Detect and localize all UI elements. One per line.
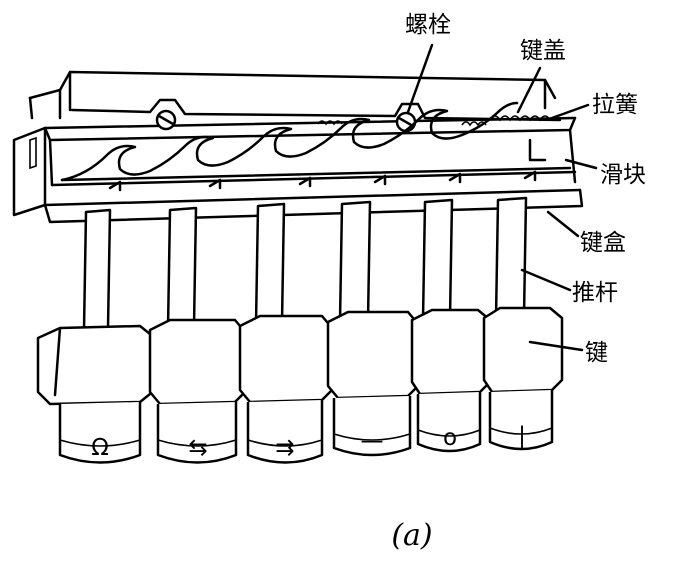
leader-bolt (406, 43, 434, 114)
leader-push-rod (520, 268, 572, 292)
key-box (12, 116, 584, 224)
key-2 (148, 318, 247, 464)
leader-spring (550, 103, 590, 120)
label-key-box: 键盒 (580, 230, 626, 256)
spring (317, 115, 551, 127)
label-spring: 拉簧 (592, 92, 638, 118)
key-symbol-3: ⇉ (275, 435, 294, 461)
label-key-cover: 键盖 (520, 38, 566, 64)
slider (60, 138, 572, 192)
leader-lines (406, 43, 598, 352)
key-4 (326, 310, 420, 457)
label-key: 键 (585, 340, 608, 366)
figure-caption: (a) (391, 518, 432, 553)
latch-cams (60, 101, 519, 182)
leader-key-cover (516, 66, 542, 114)
key-symbol-5: o (443, 425, 457, 451)
key-5 (410, 308, 492, 453)
label-slider: 滑块 (600, 162, 646, 188)
key-symbol-6: | (518, 423, 526, 449)
label-bolt: 螺栓 (405, 12, 451, 38)
key-symbol-2: ⇆ (188, 435, 207, 461)
label-push-rod: 推杆 (572, 280, 618, 306)
key-symbol-1: Ω (91, 435, 109, 461)
key-6 (482, 306, 564, 451)
bolt-left (155, 109, 177, 131)
leader-slider (564, 158, 598, 170)
key-cover (28, 70, 562, 122)
key-symbol-4: — (361, 428, 384, 454)
leader-key-box (546, 210, 580, 238)
bolt-right (395, 111, 417, 133)
leader-key (528, 340, 584, 352)
